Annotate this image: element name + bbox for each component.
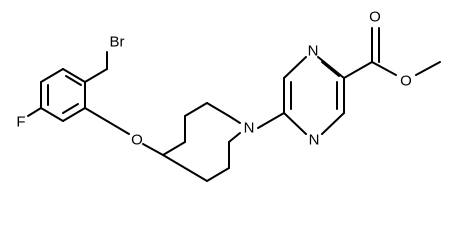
ether-oxygen-label: O	[131, 132, 143, 149]
carbonyl-oxygen-label: O	[369, 9, 381, 26]
piperidine-ring	[162, 102, 241, 182]
o-piperidine-bond	[142, 143, 164, 156]
pyrazine-nitrogen-top-label: N	[308, 43, 319, 60]
piperidine-nitrogen-label: N	[244, 120, 255, 137]
methyl-ester-group	[343, 27, 441, 79]
pyrazine-ring	[283, 56, 345, 135]
bromine-label: Br	[110, 34, 125, 51]
c-c-ring-link	[84, 107, 108, 122]
methyl-pyrazine-carboxylate-structure: Br F O N N N O O	[16, 9, 441, 182]
c-br-bond	[84, 68, 108, 83]
atom-labels: Br F O N N N O O	[16, 9, 411, 149]
n-pyrazine-bond	[257, 112, 285, 129]
bromofluorophenyl-ring	[40, 68, 86, 122]
c-o-ether-bond	[106, 120, 130, 135]
fluorine-label: F	[16, 114, 25, 131]
pyrazine-nitrogen-bottom-label: N	[309, 132, 320, 149]
c-f-bond	[27, 107, 42, 117]
ester-oxygen-label: O	[400, 73, 412, 90]
